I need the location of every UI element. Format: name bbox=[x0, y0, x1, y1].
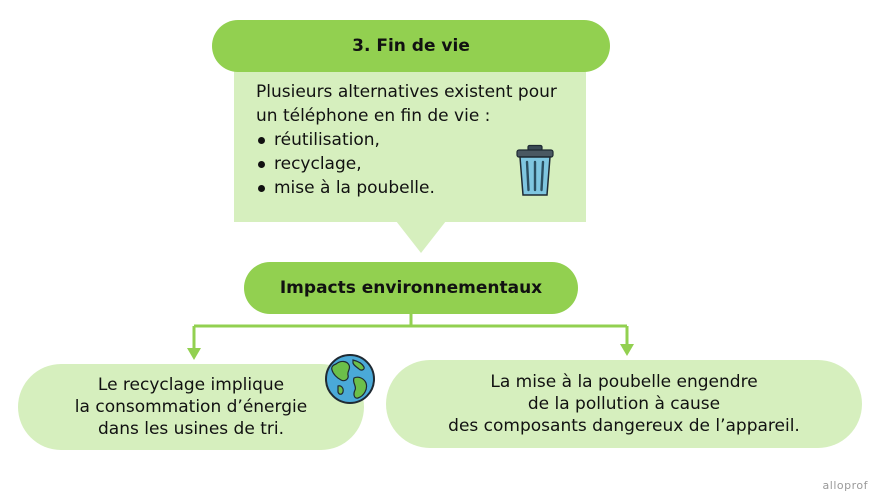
impacts-heading: Impacts environnementaux bbox=[244, 262, 578, 314]
watermark: alloprof bbox=[822, 479, 868, 492]
stage-title-text: 3. Fin de vie bbox=[352, 36, 470, 56]
arrow-left-head bbox=[187, 348, 201, 360]
recycling-impact-text: Le recyclage implique la consommation d’… bbox=[75, 374, 307, 440]
list-item: recyclage, bbox=[256, 152, 576, 176]
text-line: dans les usines de tri. bbox=[98, 419, 284, 439]
list-item: mise à la poubelle. bbox=[256, 176, 576, 200]
callout-pointer bbox=[396, 221, 446, 253]
text-line: de la pollution à cause bbox=[527, 394, 721, 414]
alternatives-box: Plusieurs alternatives existent pour un … bbox=[234, 60, 586, 222]
text-line: la consommation d’énergie bbox=[74, 397, 308, 417]
impacts-heading-text: Impacts environnementaux bbox=[279, 278, 543, 298]
text-line: Le recyclage implique bbox=[97, 375, 285, 395]
stage-title: 3. Fin de vie bbox=[212, 20, 610, 72]
arrow-right-head bbox=[620, 344, 634, 356]
disposal-impact-text: La mise à la poubelle engendre de la pol… bbox=[448, 371, 800, 437]
alternatives-intro: Plusieurs alternatives existent pour un … bbox=[256, 82, 557, 126]
list-item: réutilisation, bbox=[256, 128, 576, 152]
alternatives-text: Plusieurs alternatives existent pour un … bbox=[256, 80, 576, 200]
recycling-impact-box: Le recyclage implique la consommation d’… bbox=[18, 364, 364, 450]
trash-can-icon bbox=[516, 144, 554, 196]
text-line: La mise à la poubelle engendre bbox=[490, 372, 758, 392]
disposal-impact-box: La mise à la poubelle engendre de la pol… bbox=[386, 360, 862, 448]
alternatives-list: réutilisation, recyclage, mise à la poub… bbox=[256, 128, 576, 200]
text-line: des composants dangereux de l’appareil. bbox=[448, 416, 800, 436]
earth-globe-icon bbox=[325, 354, 375, 404]
